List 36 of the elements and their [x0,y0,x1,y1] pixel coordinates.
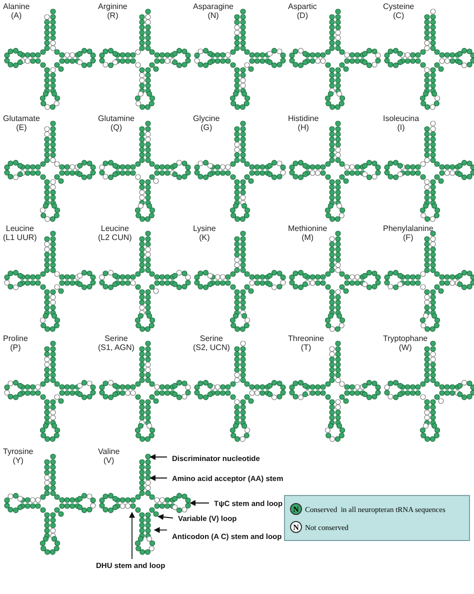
variable-loop [153,511,159,517]
leader-arrow [158,514,174,520]
amino-acid-name: Leucine (L1 UUR) [3,224,37,242]
amino-acid-name: Proline (P) [3,334,28,352]
amino-acid-name: Valine (V) [98,447,120,465]
amino-acid-name: Glutamine (Q) [98,114,134,132]
amino-acid-name: Tryptophane (W) [383,334,428,352]
amino-acid-name: Asparagine (N) [193,2,234,20]
leader-arrow [129,512,135,560]
amino-acid-name: Isoleucina (I) [383,114,420,132]
amino-acid-name: Leucine (L2 CUN) [98,224,132,242]
leader-arrow [190,500,210,506]
dhu-arm [99,492,136,514]
amino-acid-name: Alanine (A) [3,2,30,20]
anticodon-arm [134,512,156,555]
amino-acid-name: Lysine (K) [193,224,216,242]
amino-acid-name: Glutamate (E) [3,114,40,132]
amino-acid-name: Histidine (H) [288,114,319,132]
swatch-letter: N [293,504,299,514]
discriminator-nucleotide [145,454,151,460]
amino-acid-name: Glycine (G) [193,114,220,132]
amino-acid-name: Threonine (T) [288,334,324,352]
acceptor-stem [139,459,151,496]
leader-arrow [150,454,168,460]
tpsic-arm [154,492,191,514]
amino-acid-name: Serine (S2, UCN) [193,334,230,352]
leader-arrow [150,475,168,481]
amino-acid-name: Arginine (R) [98,2,128,20]
amino-acid-name: Aspartic (D) [288,2,317,20]
leader-arrow [154,527,168,533]
amino-acid-name: Cysteine (C) [383,2,414,20]
swatch-letter: N [293,522,299,532]
amino-acid-name: Serine (S1, AGN) [98,334,134,352]
amino-acid-name: Phenylalanine (F) [383,224,434,242]
amino-acid-name: Tyrosine (Y) [3,447,34,465]
amino-acid-name: Methionine (M) [288,224,328,242]
